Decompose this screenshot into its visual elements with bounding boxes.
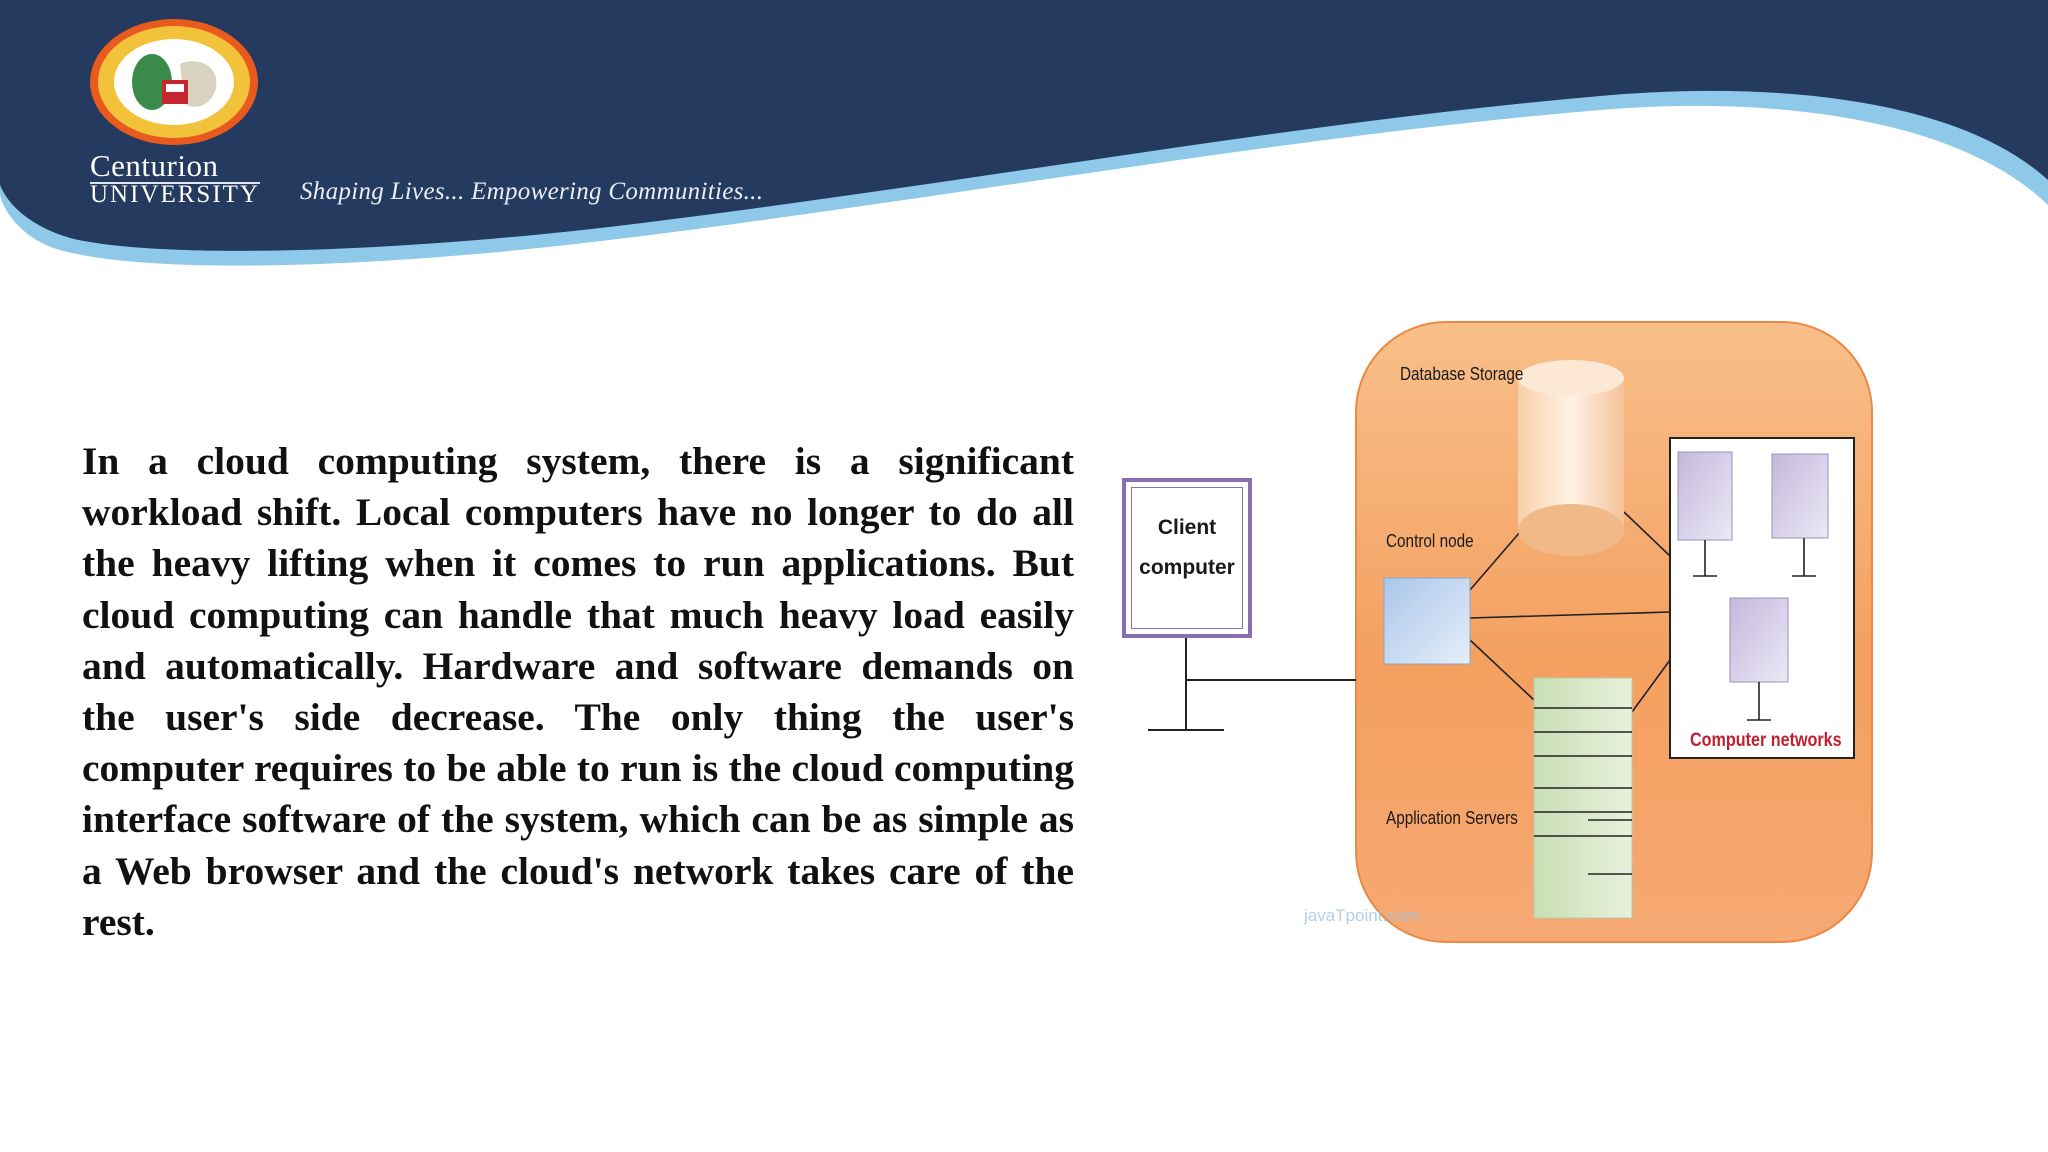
network-computer-1-icon (1677, 451, 1733, 577)
db-to-network-line (1623, 511, 1671, 557)
servers-to-network-line (1631, 659, 1671, 713)
university-name-line2: UNIVERSITY (90, 181, 260, 208)
university-name-divider (90, 182, 260, 184)
header-banner (0, 0, 2048, 266)
network-computer-2-icon (1771, 453, 1829, 577)
cloud-architecture-diagram (1148, 321, 1873, 943)
database-storage-icon (1518, 360, 1624, 556)
university-logo (88, 16, 260, 146)
computer-networks-label: Computer networks (1690, 730, 1842, 751)
university-name: Centurion UNIVERSITY (90, 150, 260, 207)
control-to-network-line (1469, 611, 1671, 619)
diagram-watermark: javaTpoint.com (1304, 906, 1420, 925)
application-servers-icon (1533, 677, 1633, 919)
banner-background (0, 0, 2048, 251)
control-to-db-line (1469, 531, 1521, 591)
control-to-servers-line (1469, 639, 1535, 701)
body-paragraph: In a cloud computing system, there is a … (82, 439, 1074, 944)
university-name-line1: Centurion (90, 148, 219, 183)
database-storage-label: Database Storage (1400, 364, 1524, 384)
control-node-icon (1383, 577, 1471, 665)
application-servers-label: Application Servers (1386, 808, 1518, 828)
tagline: Shaping Lives... Empowering Communities.… (300, 178, 764, 205)
client-computer-screen: Client computer (1131, 487, 1243, 629)
network-computer-3-icon (1729, 597, 1789, 721)
control-node-label: Control node (1386, 531, 1474, 551)
client-computer-label: Client computer (1139, 516, 1235, 579)
client-computer-box: Client computer (1122, 478, 1252, 638)
